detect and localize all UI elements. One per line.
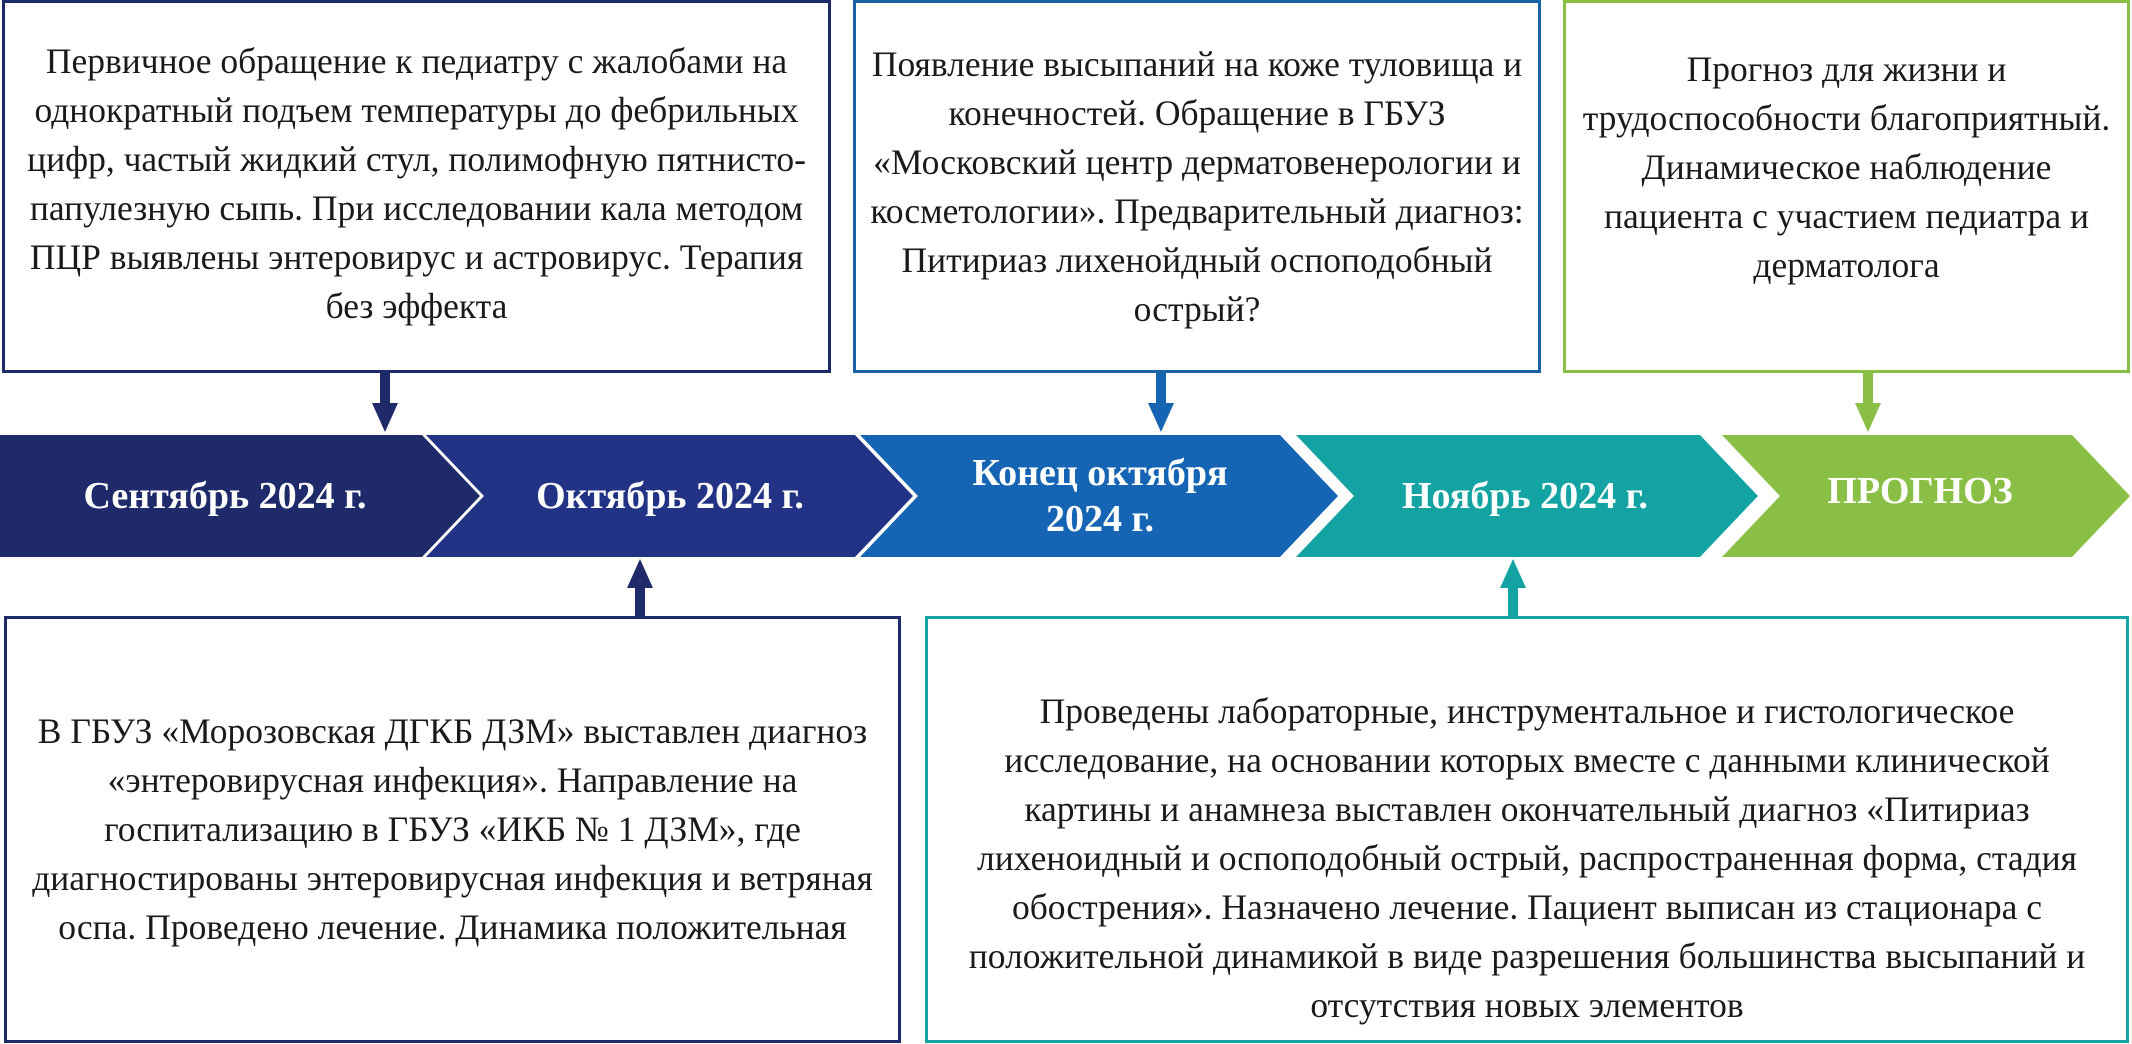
event-text-october-end: Появление высыпаний на коже туловища и к… [870, 43, 1524, 329]
event-text-september: Первичное обращение к педиатру с жалобам… [27, 40, 806, 326]
stage-label-prognosis: ПРОГНОЗ [1827, 470, 2013, 512]
arrow-up-november [1500, 559, 1526, 616]
stage-label-october-end: Конец октября 2024 г. [972, 452, 1228, 540]
chevron-november [1296, 435, 1758, 557]
chevron-october [426, 435, 913, 557]
chevron-september [0, 435, 480, 557]
arrow-down-october-end [1148, 373, 1174, 432]
event-box-prognosis: Прогноз для жизни и трудоспособности бла… [1563, 0, 2130, 373]
chevron-prognosis [1722, 435, 2130, 557]
chevron-october-end [860, 435, 1338, 557]
event-box-september: Первичное обращение к педиатру с жалобам… [2, 0, 831, 373]
event-text-november: Проведены лабораторные, инструментальное… [968, 691, 2086, 1025]
connector-arrows [372, 373, 1881, 616]
timeline-chevrons [0, 435, 2130, 557]
event-text-prognosis: Прогноз для жизни и трудоспособности бла… [1582, 49, 2111, 285]
stage-label-november: Ноябрь 2024 г. [1401, 475, 1649, 517]
stage-label-september: Сентябрь 2024 г. [83, 475, 367, 517]
event-box-october-end: Появление высыпаний на коже туловища и к… [853, 0, 1541, 373]
stage-label-october: Октябрь 2024 г. [536, 475, 804, 517]
arrow-down-september [372, 373, 398, 432]
arrow-down-prognosis [1855, 373, 1881, 432]
event-text-october: В ГБУЗ «Морозовская ДГКБ ДЗМ» выставлен … [32, 711, 873, 947]
arrow-up-october [627, 559, 653, 616]
event-box-october: В ГБУЗ «Морозовская ДГКБ ДЗМ» выставлен … [4, 616, 901, 1043]
event-box-november: Проведены лабораторные, инструментальное… [925, 616, 2129, 1043]
